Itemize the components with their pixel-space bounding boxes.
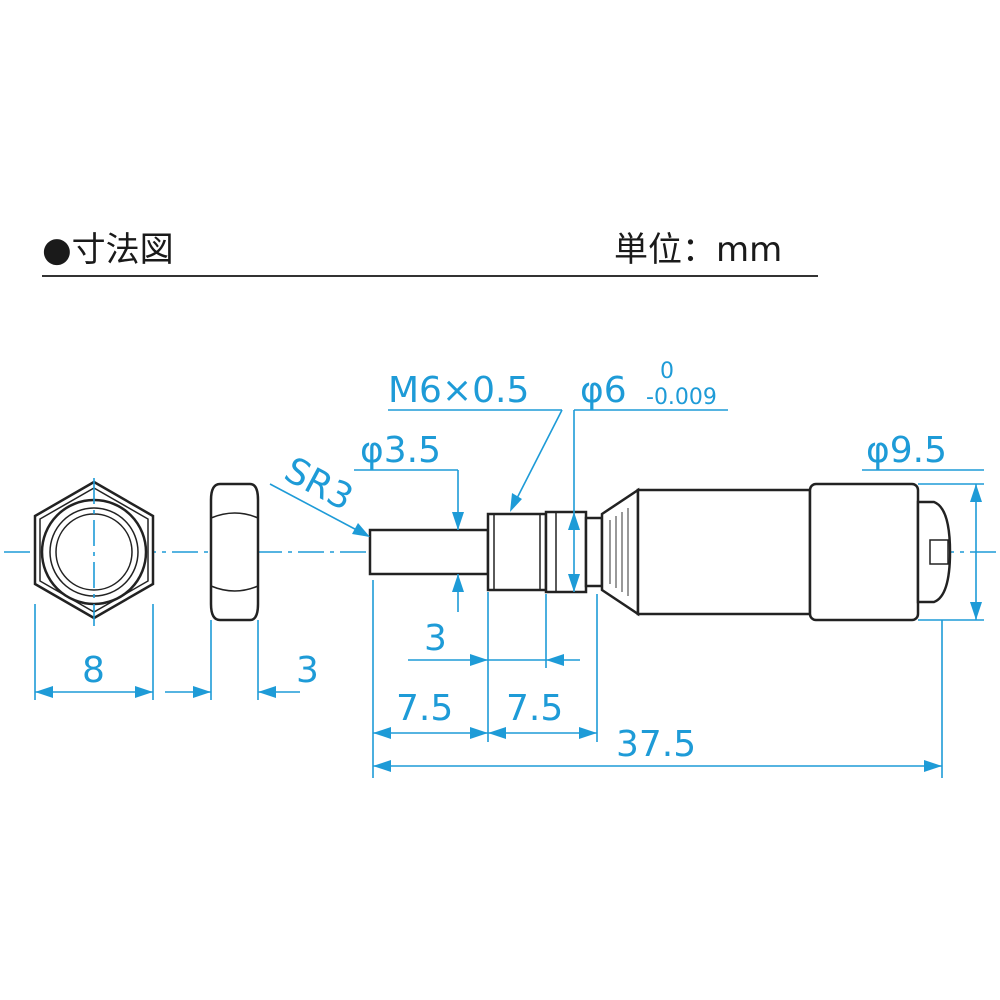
- knob-diameter-label: φ9.5: [866, 430, 947, 471]
- unit-label: 単位：mm: [614, 230, 783, 270]
- nut-width-label: 8: [82, 650, 105, 691]
- dimension-lines: [34, 409, 984, 778]
- nut-thickness-label: 3: [296, 650, 319, 691]
- spindle-diameter-label: φ3.5: [360, 430, 441, 471]
- spindle-length-label: 7.5: [396, 688, 453, 729]
- shaft-tolerance-upper: 0: [660, 359, 674, 384]
- shaft-diameter-label: φ6: [580, 370, 627, 411]
- hex-nut-side-view: [209, 482, 260, 622]
- shaft-tolerance-lower: -0.009: [646, 385, 717, 410]
- thread-spec-label: M6×0.5: [388, 370, 529, 411]
- hex-nut-front-view: [33, 478, 155, 626]
- tip-radius-label: SR3: [278, 450, 360, 519]
- thread-length-label: 3: [424, 618, 447, 659]
- page-title: ●寸法図: [42, 230, 174, 270]
- micrometer-head: [368, 482, 952, 622]
- total-length-label: 37.5: [616, 724, 696, 765]
- sleeve-length-label: 7.5: [506, 688, 563, 729]
